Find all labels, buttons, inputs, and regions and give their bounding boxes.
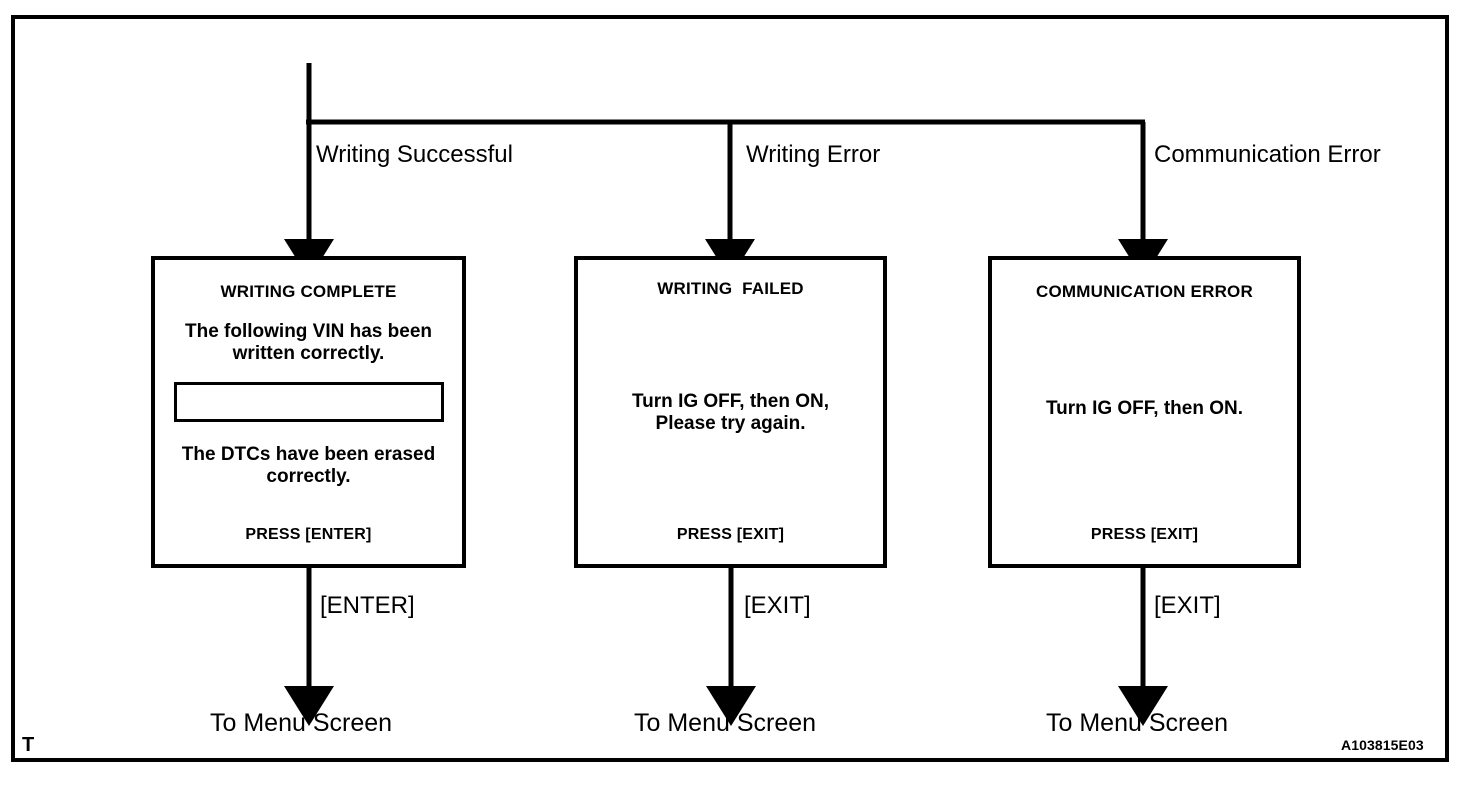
screen-title: WRITING FAILED [657, 279, 804, 298]
branch-label-communication-error: Communication Error [1154, 141, 1381, 168]
sheet-mark: T [22, 734, 35, 756]
screen-title: COMMUNICATION ERROR [1036, 282, 1253, 301]
screen-body-text: Turn IG OFF, then ON. [1045, 398, 1244, 419]
screen-communication-error: COMMUNICATION ERROR Turn IG OFF, then ON… [988, 256, 1301, 568]
destination-label: To Menu Screen [634, 709, 817, 737]
screen-prompt: PRESS [EXIT] [676, 526, 785, 543]
screen-writing-failed: WRITING FAILED Turn IG OFF, then ON, Ple… [574, 256, 887, 568]
destination-label: To Menu Screen [1046, 709, 1229, 737]
screen-writing-complete: WRITING COMPLETE The following VIN has b… [151, 256, 466, 568]
branch-label-writing-successful: Writing Successful [316, 141, 513, 168]
figure-border [11, 15, 1449, 762]
screen-body-text-secondary: The DTCs have been erased correctly. [181, 443, 436, 488]
destination-label: To Menu Screen [210, 709, 393, 737]
figure-id-code: A103815E03 [1341, 737, 1424, 753]
branch-label-writing-error: Writing Error [746, 141, 881, 168]
screen-body-text: Turn IG OFF, then ON, Please try again. [631, 391, 830, 435]
screen-prompt: PRESS [EXIT] [1090, 526, 1199, 543]
key-label-exit-communication-error: [EXIT] [1154, 592, 1221, 619]
vin-value-field[interactable] [173, 381, 444, 422]
key-label-enter: [ENTER] [320, 592, 415, 619]
screen-prompt: PRESS [ENTER] [245, 526, 372, 543]
screen-title: WRITING COMPLETE [220, 282, 397, 301]
screen-body-text: The following VIN has been written corre… [184, 321, 433, 365]
key-label-exit-writing-failed: [EXIT] [744, 592, 811, 619]
